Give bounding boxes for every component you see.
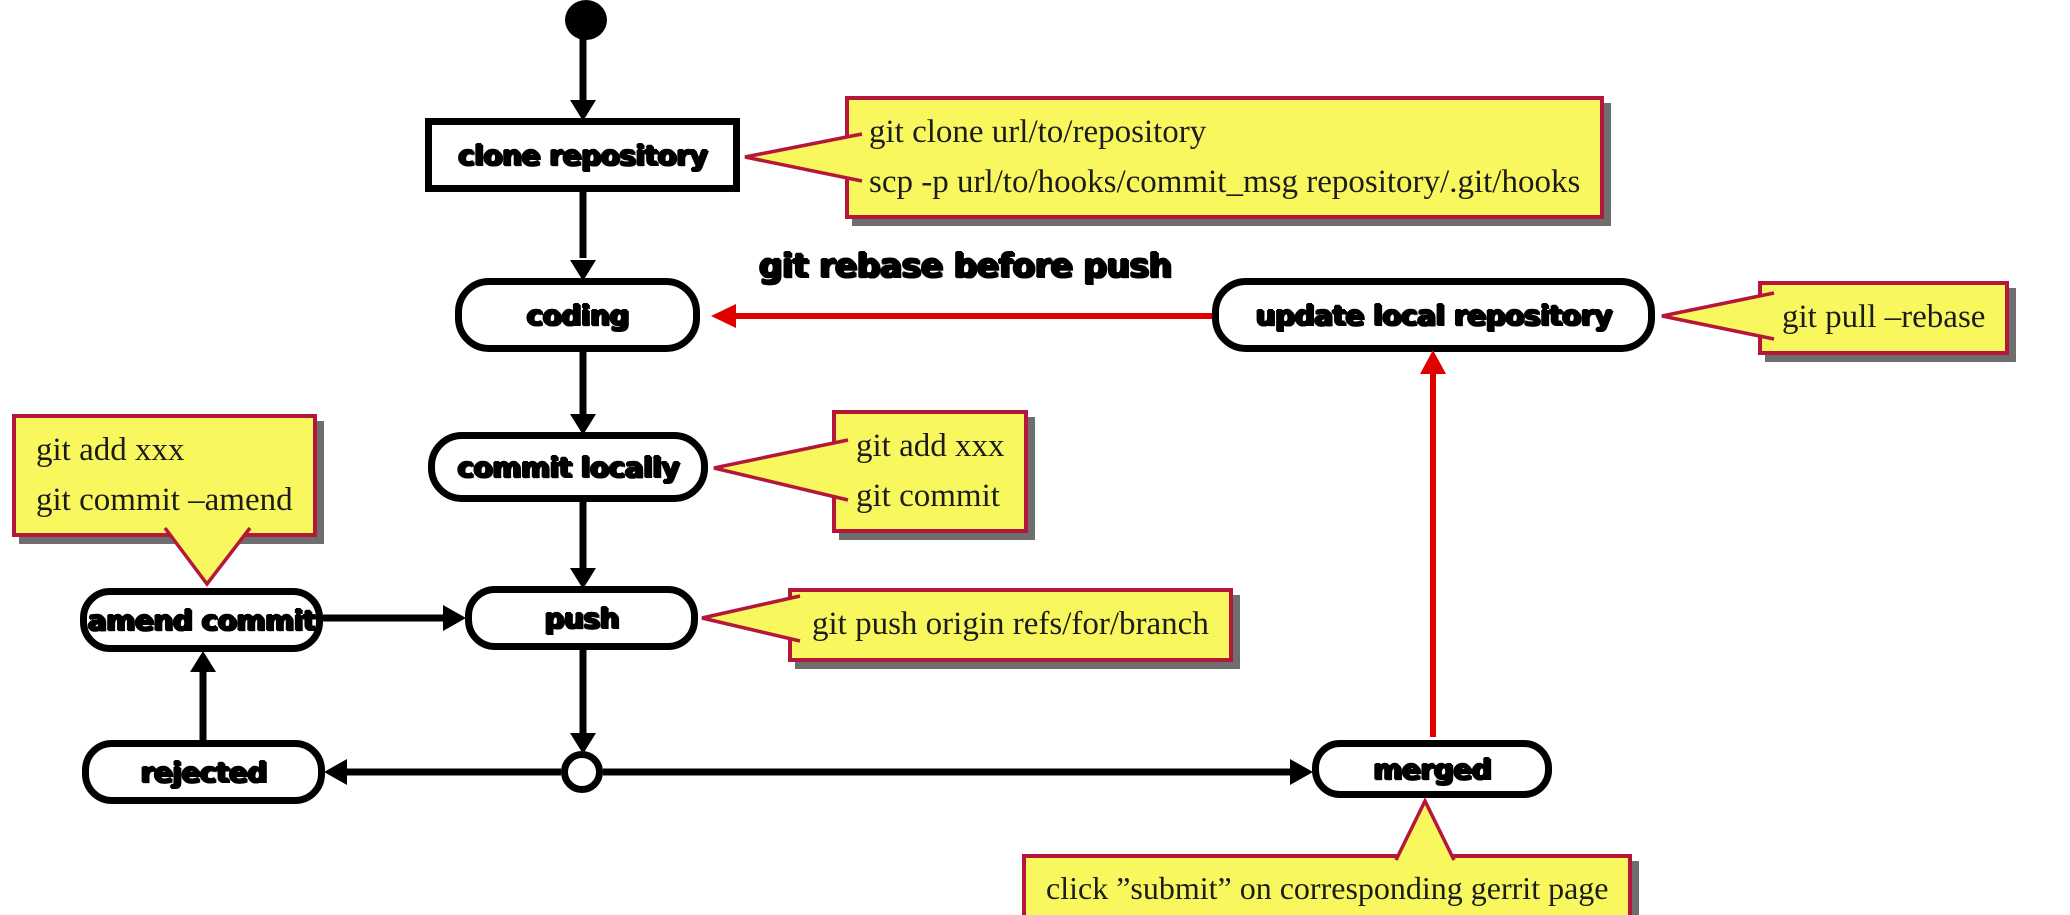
node-amend-commit-label: amend commit	[87, 603, 316, 637]
arrowhead-into-amend	[190, 651, 216, 672]
node-merged: merged	[1312, 740, 1552, 798]
rebase-edge-label: git rebase before push	[758, 246, 1172, 285]
node-update-local-repository: update local repository	[1212, 278, 1655, 352]
red-arrowhead-into-coding	[711, 304, 736, 328]
callout-amend-note-line1: git add xxx	[36, 432, 185, 468]
node-merged-label: merged	[1372, 752, 1492, 786]
node-commit-locally-label: commit locally	[457, 450, 679, 484]
callout-clone-note-line2: scp -p url/to/hooks/commit_msg repositor…	[869, 163, 1581, 200]
node-update-local-repository-label: update local repository	[1255, 298, 1612, 332]
start-node	[565, 0, 607, 40]
red-arrowhead-into-update	[1420, 350, 1446, 374]
node-amend-commit: amend commit	[80, 588, 323, 652]
arrowhead-into-merged	[1290, 759, 1313, 785]
node-rejected-label: rejected	[140, 755, 267, 789]
arrowhead-amend-into-push	[443, 605, 466, 631]
node-rejected: rejected	[82, 740, 325, 804]
tail-push-note	[701, 594, 801, 643]
callout-commit-note-line2: git commit	[856, 477, 1000, 514]
node-clone-repository: clone repository	[425, 118, 740, 192]
callout-pull-note: git pull –rebase	[1758, 281, 2010, 355]
tail-commit-note	[713, 438, 849, 502]
tail-submit-note	[1394, 797, 1456, 861]
node-coding-label: coding	[526, 298, 629, 332]
callout-commit-note-line1: git add xxx	[856, 428, 1005, 464]
callout-push-note-line1: git push origin refs/for/branch	[812, 606, 1209, 642]
callout-pull-note-line1: git pull –rebase	[1782, 299, 1986, 335]
callout-push-note: git push origin refs/for/branch	[788, 588, 1233, 662]
callout-amend-note: git add xxx git commit –amend	[12, 414, 317, 537]
callout-clone-note-line1: git clone url/to/repository	[869, 114, 1207, 150]
node-commit-locally: commit locally	[428, 432, 708, 502]
node-push-label: push	[544, 601, 619, 635]
arrowhead-into-rejected	[324, 759, 347, 785]
node-clone-repository-label: clone repository	[457, 138, 708, 172]
red-edges	[711, 304, 1446, 737]
node-coding: coding	[455, 278, 700, 352]
review-junction-node	[561, 751, 603, 793]
node-push: push	[465, 586, 698, 650]
callout-amend-note-line2: git commit –amend	[36, 481, 293, 518]
callout-submit-note: click ”submit” on corresponding gerrit p…	[1022, 854, 1633, 915]
callout-commit-note: git add xxx git commit	[832, 410, 1029, 533]
callout-clone-note: git clone url/to/repository scp -p url/t…	[845, 96, 1605, 219]
callout-submit-note-line1: click ”submit” on corresponding gerrit p…	[1046, 870, 1609, 906]
